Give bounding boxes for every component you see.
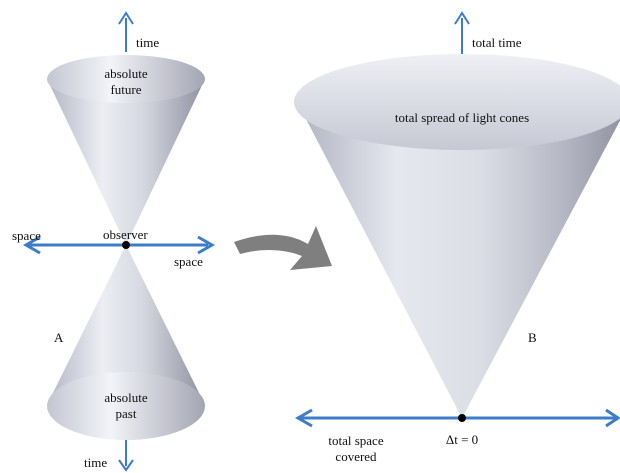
time-axis-up-arrowhead <box>118 11 134 25</box>
past-label-line2: past <box>116 406 137 421</box>
transition-arrow <box>234 226 332 270</box>
space-right-label: space <box>174 254 203 269</box>
absolute-past-cone-bottom <box>47 372 205 440</box>
total-space-label-line1: total space <box>328 433 383 448</box>
space-axis-right-arrowhead <box>197 235 216 255</box>
total-time-arrowhead <box>454 11 470 25</box>
space-left-label: space <box>12 228 41 243</box>
diagram-b: total time total spread of light cones Δ… <box>294 11 620 464</box>
panel-label-b: B <box>528 330 537 345</box>
past-label-line1: absolute <box>104 390 148 405</box>
panel-label-a: A <box>54 330 64 345</box>
observer-point <box>122 241 130 249</box>
absolute-future-cone <box>47 67 205 245</box>
time-up-label: time <box>136 35 159 50</box>
origin-point <box>458 414 466 422</box>
time-down-label: time <box>84 455 107 470</box>
space-axis-left-arrowhead <box>22 235 41 255</box>
future-label-line1: absolute <box>104 66 148 81</box>
total-time-label: total time <box>472 35 522 50</box>
observer-label: observer <box>103 227 148 242</box>
total-space-right-arrowhead <box>605 408 620 428</box>
total-spread-cone <box>295 98 620 418</box>
origin-label: Δt = 0 <box>446 432 478 447</box>
absolute-future-cone-top <box>47 55 205 103</box>
diagram-a: time absolute future absolute past space… <box>12 11 216 472</box>
time-axis-down-arrowhead <box>118 459 134 472</box>
total-space-label-line2: covered <box>335 449 377 464</box>
total-spread-cone-top <box>294 54 620 150</box>
total-space-left-arrowhead <box>294 408 313 428</box>
future-label-line2: future <box>110 82 141 97</box>
total-spread-label: total spread of light cones <box>395 110 529 125</box>
